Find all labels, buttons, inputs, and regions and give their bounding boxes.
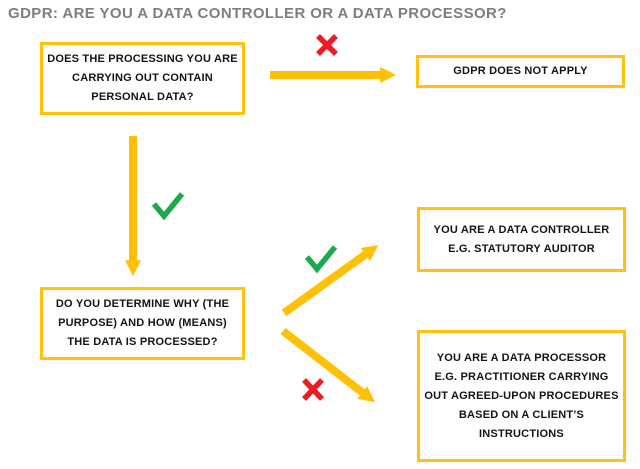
outcome-controller-text: YOU ARE A DATA CONTROLLER E.G. STATUTORY… <box>433 223 610 255</box>
question-determine-text: DO YOU DETERMINE WHY (THE PURPOSE) AND H… <box>55 298 230 348</box>
page-title: GDPR: ARE YOU A DATA CONTROLLER OR A DAT… <box>8 5 507 22</box>
box-outcome-processor: YOU ARE A DATA PROCESSOR E.G. PRACTITION… <box>417 330 626 462</box>
cross-icon <box>316 34 338 56</box>
box-question-personal-data: DOES THE PROCESSING YOU ARE CARRYING OUT… <box>40 42 245 115</box>
box-question-determine: DO YOU DETERMINE WHY (THE PURPOSE) AND H… <box>40 287 245 360</box>
arrow-yes-diagonal-icon <box>281 245 379 317</box>
arrow-no-diagonal-icon <box>280 327 376 403</box>
outcome-processor-text: YOU ARE A DATA PROCESSOR E.G. PRACTITION… <box>424 351 619 440</box>
outcome-not-apply-text: GDPR DOES NOT APPLY <box>453 65 588 77</box>
question-personal-data-text: DOES THE PROCESSING YOU ARE CARRYING OUT… <box>47 53 238 103</box>
box-outcome-not-apply: GDPR DOES NOT APPLY <box>416 55 625 88</box>
cross-icon <box>302 378 324 401</box>
check-icon <box>304 245 338 274</box>
check-icon <box>151 192 185 221</box>
box-outcome-controller: YOU ARE A DATA CONTROLLER E.G. STATUTORY… <box>417 207 626 272</box>
